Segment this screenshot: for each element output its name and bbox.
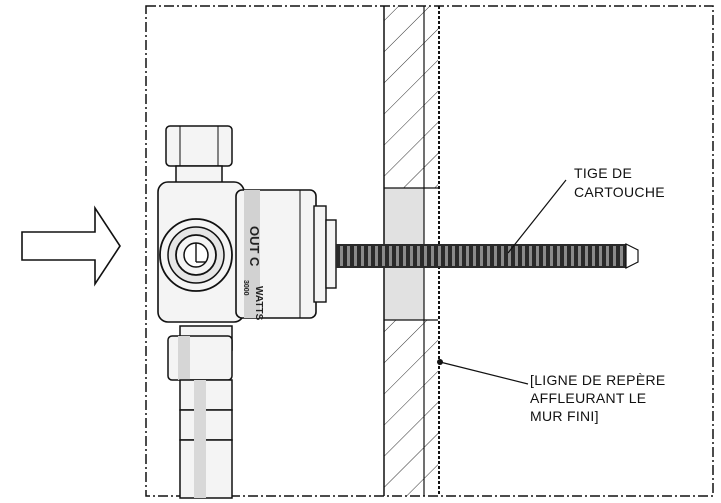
stem-ridge xyxy=(382,246,385,266)
stem-ridge xyxy=(606,246,609,266)
stem-ridge xyxy=(508,246,511,266)
flush-label-line3: MUR FINI] xyxy=(530,408,599,424)
flush-leader-line xyxy=(439,361,529,385)
stem-ridge xyxy=(487,246,490,266)
valve-brand-marking: WATTS xyxy=(253,286,264,321)
valve-code-marking: 3000 xyxy=(242,280,249,296)
stem-ridge xyxy=(529,246,532,266)
stem-ridge xyxy=(599,246,602,266)
stem-ridge xyxy=(494,246,497,266)
stem-ridge xyxy=(347,246,350,266)
stem-ridge xyxy=(431,246,434,266)
flush-label-line1: [LIGNE DE REPÈRE xyxy=(530,372,666,388)
inlet-fitting xyxy=(159,218,233,292)
valve-out-marking: OUT C xyxy=(247,226,262,267)
stem-ridge xyxy=(340,246,343,266)
stem-ridge xyxy=(543,246,546,266)
stem-ridge xyxy=(375,246,378,266)
top-nut xyxy=(165,125,233,187)
stem-ridge xyxy=(452,246,455,266)
stem-ridge xyxy=(410,246,413,266)
stem-label-line2: CARTOUCHE xyxy=(574,184,665,200)
supply-pipe xyxy=(167,325,233,499)
flush-leader-dot xyxy=(437,359,443,365)
stem-ridge xyxy=(445,246,448,266)
stem-leader-line xyxy=(507,179,567,254)
stem-ridge xyxy=(459,246,462,266)
stem-label-line1: TIGE DE xyxy=(574,165,632,181)
stem-ridge xyxy=(592,246,595,266)
stem-ridge xyxy=(403,246,406,266)
stem-ridge xyxy=(368,246,371,266)
stem-ridge xyxy=(361,246,364,266)
stem-ridge xyxy=(620,246,623,266)
stem-ridge xyxy=(417,246,420,266)
stem-ridge xyxy=(354,246,357,266)
stem-ridge xyxy=(424,246,427,266)
stem-ridge xyxy=(557,246,560,266)
flush-label-line2: AFFLEURANT LE xyxy=(530,390,646,406)
stem-ridge xyxy=(501,246,504,266)
stem-ridge xyxy=(480,246,483,266)
stem-ridge xyxy=(550,246,553,266)
hollow-right-arrow-icon xyxy=(21,205,121,287)
stem-ridge xyxy=(571,246,574,266)
stem-ridge xyxy=(613,246,616,266)
wall-section xyxy=(383,6,438,496)
stem-ridge xyxy=(578,246,581,266)
stem-ridge xyxy=(396,246,399,266)
cartridge-stem xyxy=(336,243,639,269)
stem-ridge xyxy=(536,246,539,266)
stem-ridge xyxy=(473,246,476,266)
stem-ridge xyxy=(522,246,525,266)
stem-ridge xyxy=(438,246,441,266)
stem-ridge xyxy=(389,246,392,266)
stem-ridge xyxy=(585,246,588,266)
stem-ridge xyxy=(515,246,518,266)
stem-ridge xyxy=(466,246,469,266)
stem-ridge xyxy=(564,246,567,266)
